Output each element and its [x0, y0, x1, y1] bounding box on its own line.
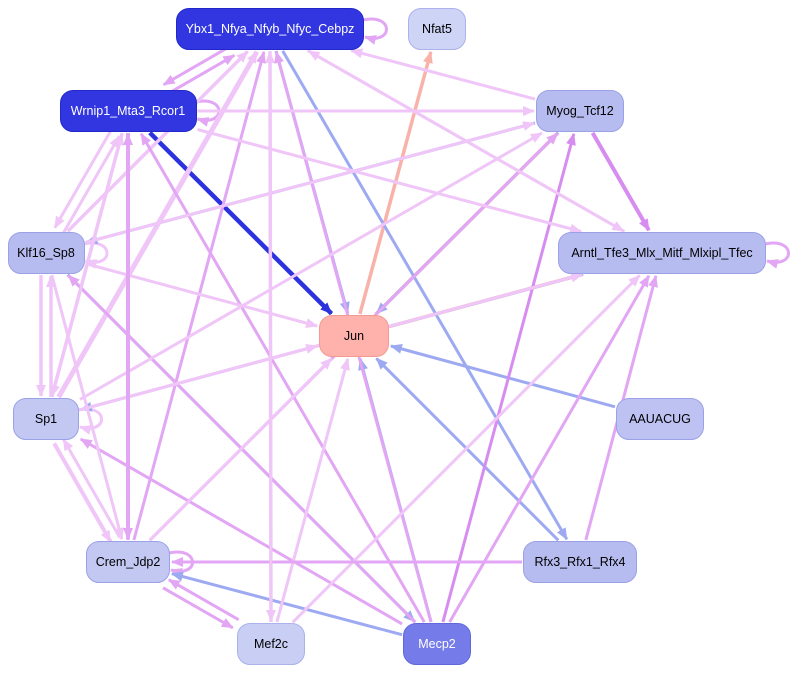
edge-klf16-to-wrnip1	[61, 135, 121, 235]
edge-crem-to-mef2c	[162, 586, 234, 630]
node-nfat5[interactable]: Nfat5	[408, 8, 466, 50]
edge-klf16-to-crem	[50, 274, 124, 541]
edge-wrnip1-to-ybx1	[166, 54, 236, 96]
edge-crem-to-sp1	[62, 438, 122, 539]
edge-myog-to-ybx1	[350, 48, 536, 101]
edge-klf16-to-myog	[85, 121, 536, 244]
edge-ybx1-self-loop	[362, 17, 388, 45]
edge-ybx1-to-mef2c	[265, 50, 276, 622]
node-label: Arntl_Tfe3_Mlx_Mitf_Mlxipl_Tfec	[571, 246, 753, 260]
edge-ybx1-to-arntl	[306, 49, 625, 233]
edge-myog-to-arntl	[590, 131, 651, 232]
node-mef2c[interactable]: Mef2c	[237, 623, 305, 665]
edge-mecp2-to-crem	[170, 571, 403, 637]
node-label: Jun	[343, 329, 365, 343]
edge-crem-to-jun	[148, 357, 333, 542]
node-label: Crem_Jdp2	[95, 555, 161, 569]
edge-sp1-to-jun	[79, 344, 319, 412]
node-rfx3[interactable]: Rfx3_Rfx1_Rfx4	[523, 541, 637, 583]
node-arntl[interactable]: Arntl_Tfe3_Mlx_Mitf_Mlxipl_Tfec	[558, 232, 766, 274]
node-label: Myog_Tcf12	[546, 104, 614, 118]
node-klf16[interactable]: Klf16_Sp8	[7, 232, 85, 274]
node-label: Klf16_Sp8	[17, 246, 75, 260]
edge-mecp2-to-sp1	[79, 437, 403, 626]
node-myog[interactable]: Myog_Tcf12	[536, 90, 624, 132]
node-label: Rfx3_Rfx1_Rfx4	[534, 555, 626, 569]
node-label: Sp1	[34, 412, 58, 426]
node-label: AAUACUG	[629, 412, 691, 426]
node-label: Mef2c	[253, 637, 289, 651]
node-jun[interactable]: Jun	[319, 315, 389, 357]
edge-sp1-to-crem	[52, 442, 113, 543]
edge-arntl-self-loop	[764, 241, 790, 269]
node-mecp2[interactable]: Mecp2	[403, 623, 471, 665]
edge-ybx1-to-rfx3	[281, 50, 569, 541]
node-wrnip1[interactable]: Wrnip1_Mta3_Rcor1	[59, 90, 197, 132]
edge-ybx1-to-wrnip1	[162, 44, 232, 86]
edge-klf16-to-ybx1	[66, 50, 249, 233]
node-label: Mecp2	[418, 637, 456, 651]
node-ybx1[interactable]: Ybx1_Nfya_Nfyb_Nfyc_Cebpz	[176, 8, 364, 50]
node-label: Wrnip1_Mta3_Rcor1	[70, 104, 186, 118]
node-crem[interactable]: Crem_Jdp2	[86, 541, 170, 583]
edge-mef2c-to-crem	[167, 578, 240, 622]
edge-mef2c-to-arntl	[291, 274, 641, 624]
edge-wrnip1-to-jun	[148, 131, 334, 316]
edge-klf16-to-jun	[85, 262, 319, 328]
edge-mef2c-to-jun	[275, 357, 350, 623]
edge-sp1-to-myog	[79, 131, 543, 401]
node-sp1[interactable]: Sp1	[13, 398, 79, 440]
edge-mecp2-to-myog	[441, 132, 576, 623]
edge-crem-to-ybx1	[132, 50, 266, 541]
node-label: Nfat5	[422, 22, 452, 36]
edge-wrnip1-to-arntl	[197, 128, 583, 234]
edge-wrnip1-to-klf16	[53, 129, 113, 229]
edge-mecp2-to-arntl	[448, 274, 651, 623]
node-label: Ybx1_Nfya_Nfyb_Nfyc_Cebpz	[185, 22, 355, 36]
node-aauacug[interactable]: AAUACUG	[616, 398, 704, 440]
